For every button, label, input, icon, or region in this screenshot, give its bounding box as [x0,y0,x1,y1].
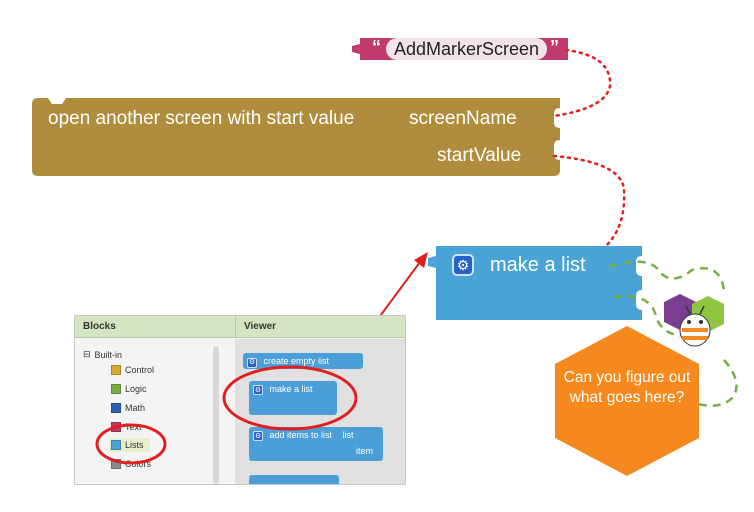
blocks-header: Blocks [75,316,235,338]
partial-block[interactable] [249,475,339,484]
mini-make-a-list-block[interactable]: ⚙ make a list [249,381,337,415]
category-lists[interactable]: Lists [109,438,150,452]
viewer-area: ⚙ create empty list ⚙ make a list ⚙ add … [235,339,405,484]
mascot-icon [664,294,724,347]
tree-built-in[interactable]: ⊟ Built-in [83,349,123,360]
swatch-icon [111,403,121,413]
make-list-label: make a list [490,254,586,276]
dotted-connector-screenname [552,48,612,118]
text-string-value[interactable]: AddMarkerScreen [386,38,548,60]
swatch-icon [111,440,121,450]
highlight-make-a-list [222,365,358,431]
make-a-list-block[interactable] [424,244,642,320]
gear-icon[interactable]: ⚙ [452,254,474,276]
highlight-lists-category [95,423,167,465]
red-arrow-head [414,252,428,268]
socket-label-screen-name: screenName [409,108,517,129]
socket-label-start-value: startValue [437,145,522,166]
category-math[interactable]: Math [111,403,145,413]
create-empty-list-block[interactable]: ⚙ create empty list [243,353,363,369]
category-control[interactable]: Control [111,365,154,375]
dashed-connector-item1 [609,260,726,291]
open-another-screen-block[interactable] [32,98,560,176]
gear-icon: ⚙ [247,358,257,368]
viewer-header: Viewer [235,316,405,338]
close-quote: ” [550,37,559,57]
category-logic[interactable]: Logic [111,384,147,394]
gear-icon: ⚙ [253,385,263,395]
text-string-block[interactable]: “ AddMarkerScreen ” [352,34,568,64]
swatch-icon [111,365,121,375]
blocks-editor-screenshot: Blocks Viewer ⊟ Built-in Control Logic M… [74,315,406,485]
swatch-icon [111,459,121,469]
add-items-to-list-block[interactable]: ⚙ add items to list list item [249,427,383,461]
collapse-icon[interactable]: ⊟ [83,349,91,359]
swatch-icon [111,384,121,394]
hint-hexagon [555,326,699,476]
hint-text: Can you figure out what goes here? [563,369,691,406]
open-screen-label: open another screen with start value [48,108,355,129]
open-quote: “ [372,37,381,57]
dotted-connector-startvalue [552,154,626,248]
dashed-connector-item2 [613,294,681,338]
tree-scrollbar[interactable] [213,346,219,484]
gear-icon: ⚙ [253,431,263,441]
